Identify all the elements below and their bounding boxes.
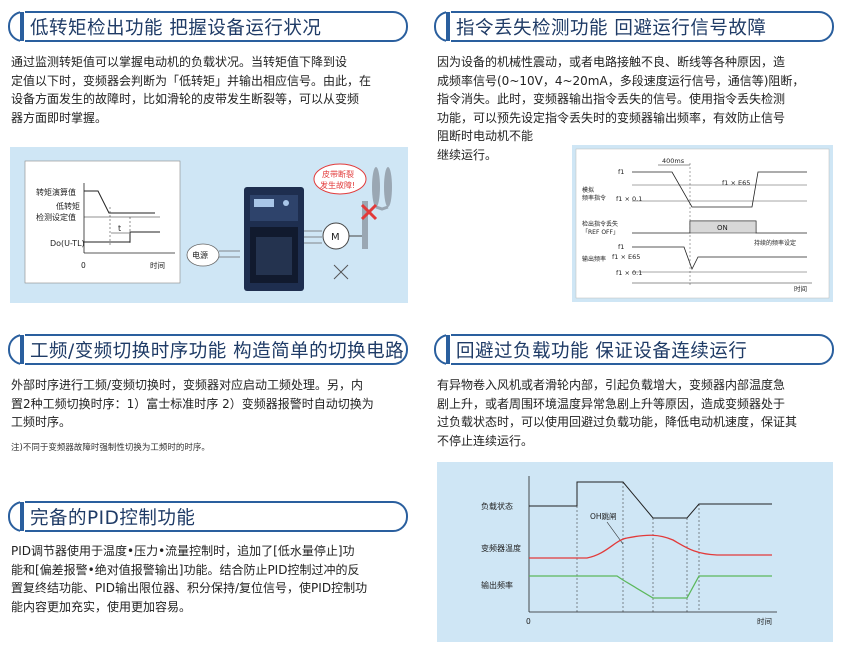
svg-text:0: 0 (526, 617, 531, 626)
svg-text:检出指令丢失: 检出指令丢失 (582, 220, 618, 228)
broken-x-icon (333, 264, 349, 280)
svg-text:f1 × 0.1: f1 × 0.1 (616, 195, 642, 203)
section-title: 回避过负载功能 保证设备连续运行 (456, 340, 748, 362)
time-label: 时间 (150, 260, 165, 270)
section-header-low-torque: 低转矩检出功能 把握设备运行状况 (8, 6, 408, 47)
inverter-temp-curve (529, 534, 772, 559)
svg-text:持续的频率设定: 持续的频率设定 (754, 239, 796, 247)
low-torque-label: 低转矩 (56, 201, 80, 211)
section-text-low-torque: 通过监测转矩值可以掌握电动机的负载状况。当转矩值下降到设 定值以下时，变频器会判… (11, 55, 372, 125)
section-title: 完备的PID控制功能 (30, 507, 196, 529)
torque-calc-label: 转矩演算值 (36, 187, 76, 197)
section-title: 指令丢失检测功能 回避运行信号故障 (456, 17, 767, 39)
svg-text:时间: 时间 (757, 616, 772, 626)
inverter-temp-label: 变频器温度 (481, 543, 521, 553)
svg-text:ON: ON (717, 224, 728, 232)
low-torque-set-label: 检测设定值 (36, 212, 76, 222)
section-header-overload: 回避过负载功能 保证设备连续运行 (434, 329, 834, 370)
belt-break-label-1: 皮带断裂 (322, 169, 354, 179)
t-label: t (118, 224, 121, 233)
bypass-note: 注)不同于变频器故障时强制性切换为工频时的时序。 (11, 443, 210, 453)
load-state-line (529, 481, 772, 519)
svg-text:f1 × E65: f1 × E65 (722, 179, 750, 187)
svg-text:f1: f1 (618, 243, 624, 251)
belt-break-label-2: 发生故障! (320, 180, 355, 190)
svg-text:频率指令: 频率指令 (582, 194, 606, 202)
motor-label: M (331, 232, 340, 243)
section-header-pid: 完备的PID控制功能 (8, 496, 408, 537)
output-frequency-label: 输出频率 (481, 580, 513, 590)
svg-text:f1 × E65: f1 × E65 (612, 253, 640, 261)
svg-text:模拟: 模拟 (582, 186, 594, 194)
section-title: 工频/变频切换时序功能 构造简单的切换电路 (30, 340, 405, 362)
svg-text:「REF OFF」: 「REF OFF」 (582, 229, 619, 236)
oh-trip-label: OH跳闸 (590, 511, 617, 521)
low-torque-diagram: 转矩演算值 低转矩 检测设定值 Do(U-TL) t 0 时间 电源 (10, 147, 408, 303)
fan-icon (362, 167, 392, 249)
svg-text:输出频率: 输出频率 (582, 255, 606, 263)
section-text-pid: PID调节器使用于温度•压力•流量控制时，追加了[低水量停止]功 能和[偏差报警… (11, 544, 368, 614)
do-utl-label: Do(U-TL) (50, 239, 85, 248)
inverter-icon (244, 187, 304, 291)
low-torque-diagram-svg: 转矩演算值 低转矩 检测设定值 Do(U-TL) t 0 时间 电源 (24, 160, 392, 291)
load-state-label: 负载状态 (481, 501, 513, 511)
overload-chart-svg: 负载状态 变频器温度 输出频率 0 时间 OH跳闸 (481, 476, 777, 626)
section-title: 低转矩检出功能 把握设备运行状况 (30, 17, 322, 39)
svg-text:f1: f1 (618, 168, 624, 176)
power-label: 电源 (192, 250, 208, 260)
broken-belt-x-icon (360, 203, 378, 221)
section-text-overload: 有异物卷入风机或者滑轮内部，引起负载增大，变频器内部温度急 剧上升，或者周围环境… (437, 378, 798, 448)
origin-label: 0 (81, 261, 86, 270)
section-header-bypass: 工频/变频切换时序功能 构造简单的切换电路 (8, 329, 408, 370)
output-frequency-line (529, 575, 772, 599)
overload-chart: 负载状态 变频器温度 输出频率 0 时间 OH跳闸 (437, 462, 833, 642)
section-header-command-loss: 指令丢失检测功能 回避运行信号故障 (434, 6, 834, 47)
command-loss-svg: 400ms f1 f1 × E65 模拟 频率指令 f1 × 0.1 检出指令丢… (575, 148, 830, 299)
section-text-command-loss: 因为设备的机械性震动，或者电路接触不良、断线等各种原因，造 成频率信号(0~10… (437, 55, 805, 162)
section-text-bypass: 外部时序进行工频/变频切换时，变频器对应启动工频处理。另，内 置2种工频切换时序… (11, 378, 374, 430)
command-loss-diagram: 400ms f1 f1 × E65 模拟 频率指令 f1 × 0.1 检出指令丢… (572, 145, 833, 302)
svg-text:f1 × 0.1: f1 × 0.1 (616, 269, 642, 277)
svg-text:时间: 时间 (794, 284, 807, 293)
svg-text:400ms: 400ms (662, 157, 685, 165)
